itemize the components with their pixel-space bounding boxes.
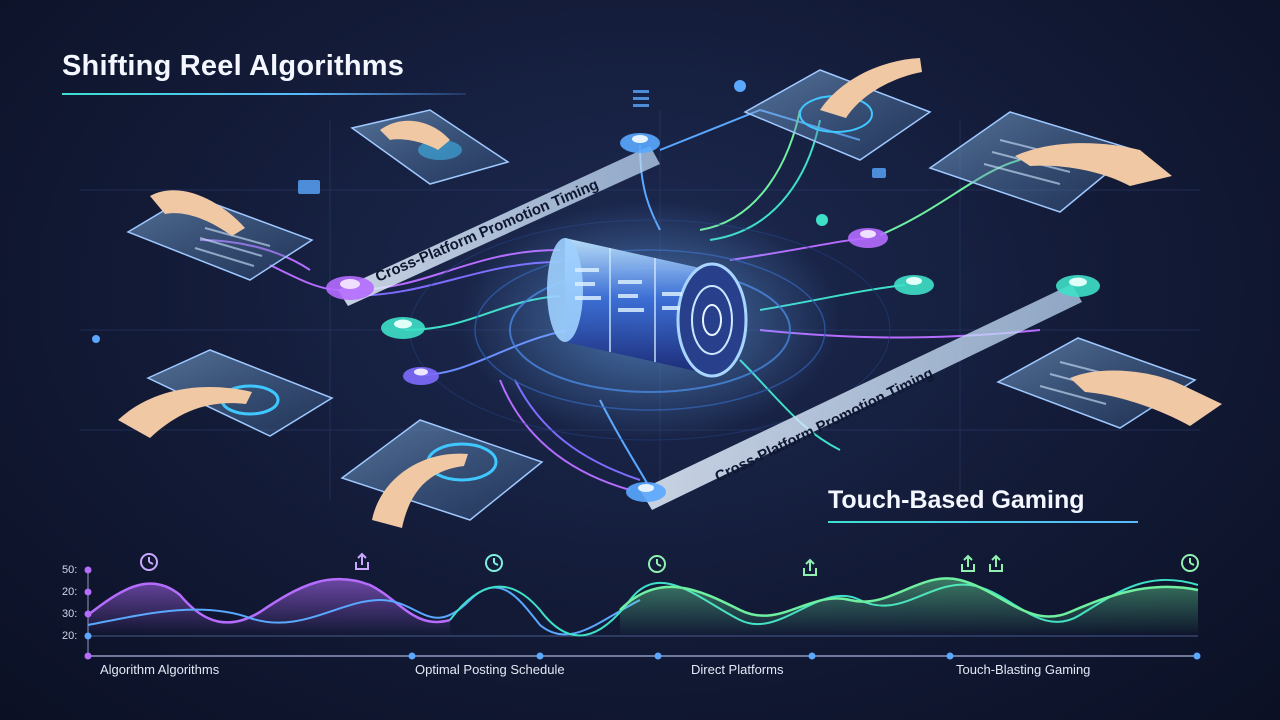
node-bottom-center bbox=[626, 482, 666, 502]
reel-cylinder bbox=[547, 238, 748, 378]
signal-bars-icon bbox=[633, 90, 649, 107]
wave-green-line bbox=[619, 577, 1199, 618]
clock-icon bbox=[140, 553, 158, 571]
node-right-c bbox=[1056, 275, 1100, 297]
timeline-label: Optimal Posting Schedule bbox=[415, 662, 565, 677]
floating-icons bbox=[298, 90, 886, 194]
tablet-bottom-left bbox=[118, 349, 334, 438]
timeline-chart bbox=[84, 552, 1201, 660]
node-top-center bbox=[620, 133, 660, 153]
tablet-top-right bbox=[743, 58, 932, 161]
tablet-right bbox=[928, 111, 1172, 213]
node-right-a bbox=[848, 228, 888, 248]
page-title: Shifting Reel Algorithms bbox=[62, 50, 405, 82]
timeline-axis-dots bbox=[84, 566, 1201, 660]
y-tick-label: 50: bbox=[62, 564, 78, 576]
timeline-label: Direct Platforms bbox=[691, 662, 784, 677]
y-tick-label: 30: bbox=[62, 608, 78, 620]
clock-icon bbox=[648, 555, 666, 573]
node-teal-left bbox=[381, 317, 425, 339]
timeline-label: Touch-Blasting Gaming bbox=[956, 662, 1091, 677]
node-violet-left bbox=[403, 367, 439, 385]
timeline-label: Algorithm Algorithms bbox=[100, 662, 220, 677]
subtitle-underline bbox=[828, 521, 1138, 523]
nodes bbox=[92, 80, 1100, 502]
small-square-icon bbox=[872, 168, 886, 178]
node-dot-top bbox=[734, 80, 746, 92]
section-subtitle: Touch-Based Gaming bbox=[828, 486, 1085, 514]
tablet-bottom-right bbox=[996, 337, 1222, 429]
node-purple-left bbox=[326, 276, 374, 300]
timeline-icons bbox=[140, 552, 1199, 576]
cube-icon bbox=[298, 180, 320, 194]
node-right-b bbox=[894, 275, 934, 295]
share-icon bbox=[989, 554, 1003, 572]
share-icon bbox=[961, 554, 975, 572]
title-underline bbox=[62, 93, 466, 95]
y-tick-label: 20: bbox=[62, 586, 78, 598]
wave-blue-line bbox=[87, 586, 641, 636]
node-dot-left bbox=[92, 335, 100, 343]
clock-icon bbox=[485, 554, 503, 572]
wave-green-area bbox=[620, 578, 1198, 636]
share-icon bbox=[355, 552, 369, 570]
clock-icon bbox=[1181, 554, 1199, 572]
tablet-left bbox=[126, 190, 314, 281]
tablet-bottom-center bbox=[340, 419, 544, 528]
share-icon bbox=[803, 558, 817, 576]
y-tick-label: 20: bbox=[62, 630, 78, 642]
tablet-top-left bbox=[350, 109, 510, 185]
node-dot-mid bbox=[816, 214, 828, 226]
